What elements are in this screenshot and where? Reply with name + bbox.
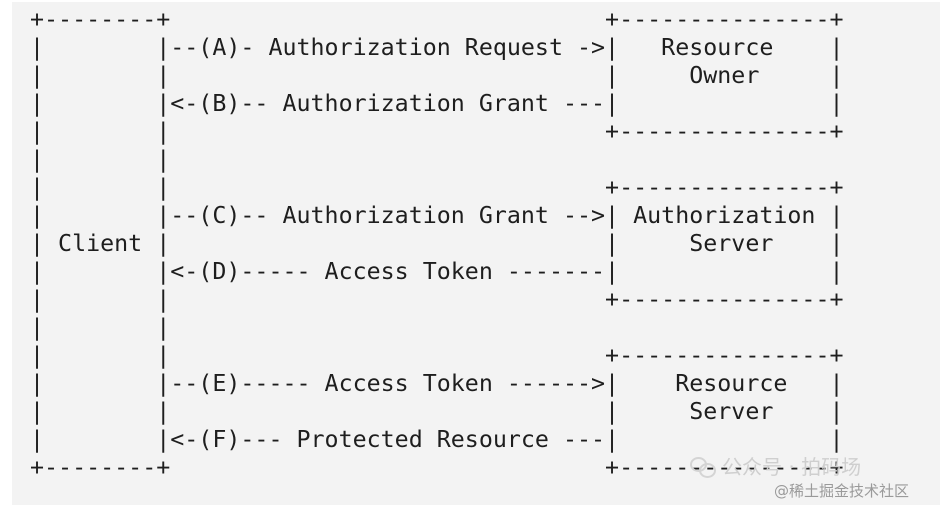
- wechat-icon: [690, 455, 716, 478]
- diagram-line-3: | | | Owner |: [30, 62, 844, 89]
- diagram-line-17: +--------+ +---------------+: [30, 454, 844, 481]
- diagram-line-8: | |--(C)-- Authorization Grant -->| Auth…: [30, 202, 844, 229]
- diagram-line-5: | | +---------------+: [30, 118, 844, 145]
- diagram-line-11: | | +---------------+: [30, 286, 844, 313]
- diagram-line-4: | |<-(B)-- Authorization Grant ---| |: [30, 90, 844, 117]
- diagram-line-9: | Client | | Server |: [30, 230, 844, 257]
- diagram-panel: [12, 2, 940, 505]
- diagram-line-6: | |: [30, 146, 171, 173]
- diagram-line-16: | |<-(F)--- Protected Resource ---| |: [30, 426, 844, 453]
- wechat-watermark: 公众号 · 拍码场: [690, 451, 861, 480]
- diagram-line-15: | | | Server |: [30, 398, 844, 425]
- diagram-line-10: | |<-(D)----- Access Token -------| |: [30, 258, 844, 285]
- wechat-watermark-text: 公众号 · 拍码场: [722, 455, 862, 479]
- diagram-line-2: | |--(A)- Authorization Request ->| Reso…: [30, 34, 844, 61]
- diagram-line-1: +--------+ +---------------+: [30, 6, 844, 33]
- diagram-line-14: | |--(E)----- Access Token ------>| Reso…: [30, 370, 844, 397]
- diagram-line-12: | |: [30, 314, 171, 341]
- diagram-line-13: | | +---------------+: [30, 342, 844, 369]
- juejin-watermark: @稀土掘金技术社区: [774, 482, 910, 500]
- diagram-line-7: | | +---------------+: [30, 174, 844, 201]
